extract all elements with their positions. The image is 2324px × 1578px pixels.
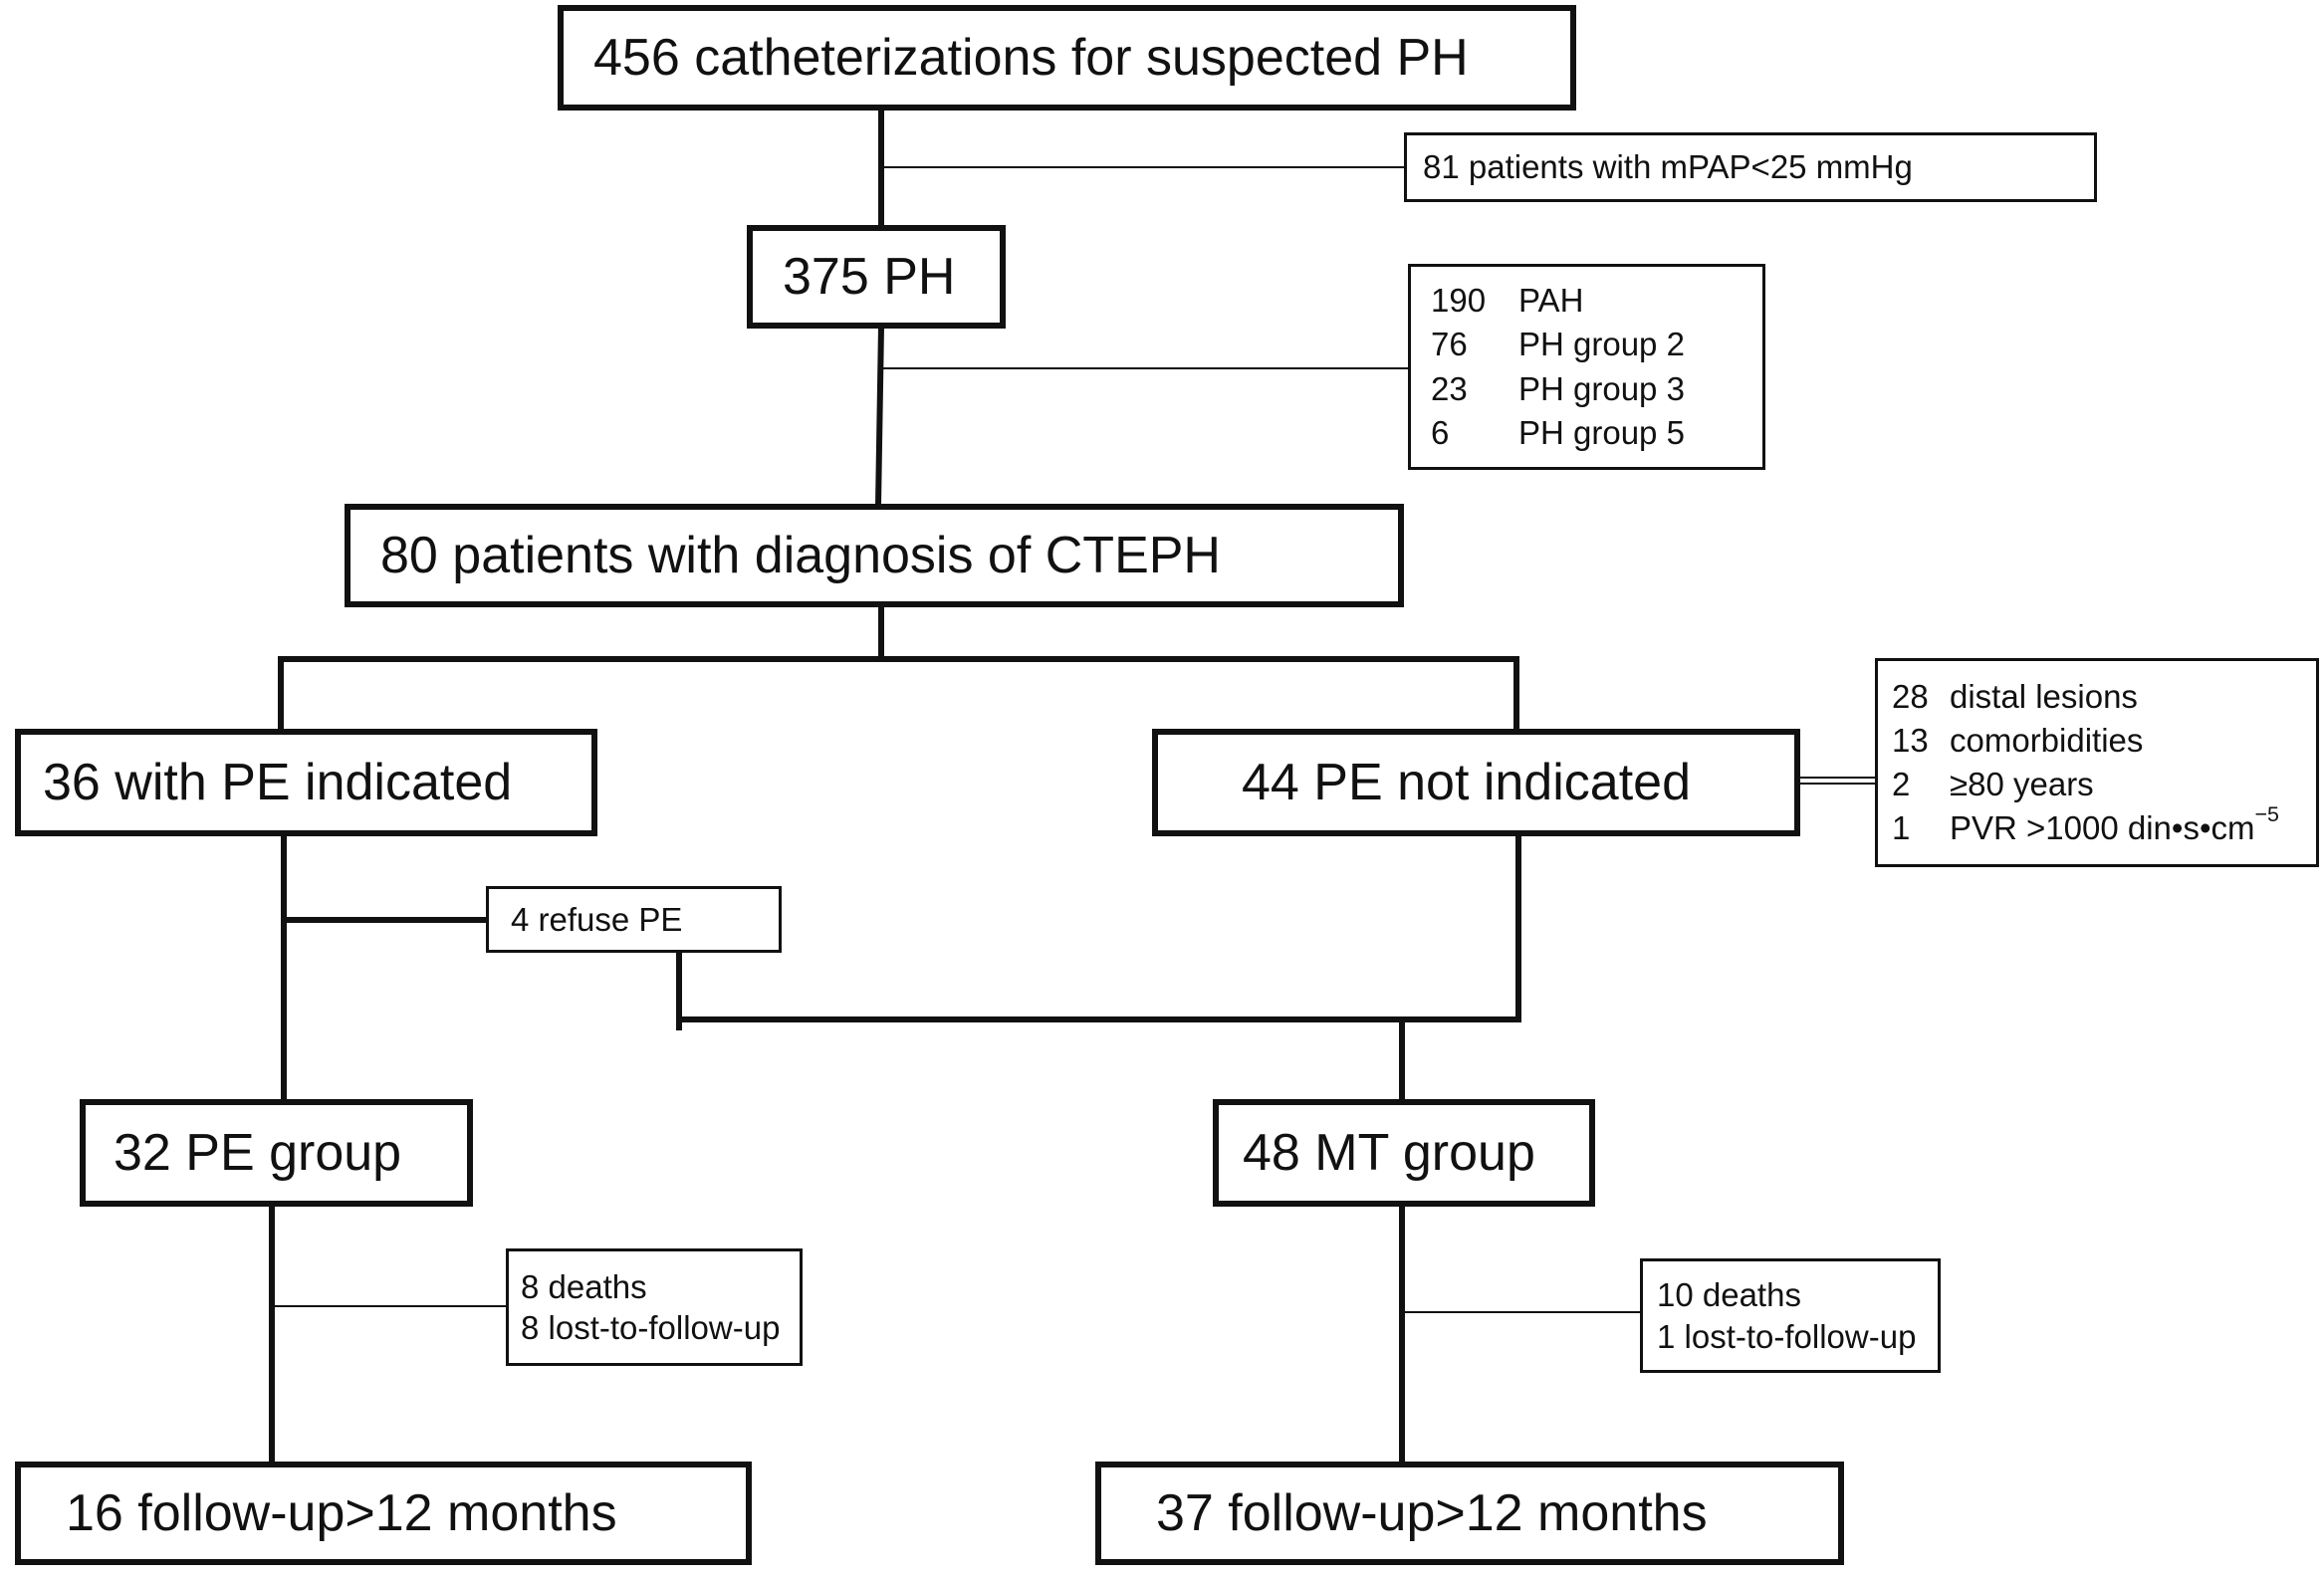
mt-followup-box: 37 follow-up>12 months — [1095, 1462, 1844, 1565]
contraindication-label: ≥80 years — [1950, 766, 2094, 802]
pe-followup-box: 16 follow-up>12 months — [15, 1462, 752, 1565]
other-ph-label: PH group 2 — [1518, 326, 1685, 363]
other-ph-row: 23 PH group 3 — [1431, 367, 1685, 411]
mt-deaths-label: 10 deaths — [1657, 1276, 1801, 1314]
mt-group-box: 48 MT group — [1213, 1099, 1595, 1207]
other-ph-count: 6 — [1431, 413, 1450, 451]
other-ph-label: PAH — [1518, 282, 1584, 320]
pe-followup-label: 16 follow-up>12 months — [66, 1484, 617, 1542]
contraindication-row: 28 distal lesions — [1892, 675, 2138, 719]
contraindication-label: distal lesions — [1950, 677, 2138, 715]
pe-deaths-label: 8 deaths — [521, 1267, 647, 1305]
catheterizations-box: 456 catheterizations for suspected PH — [558, 5, 1576, 111]
excluded-mpap-label: 81 patients with mPAP<25 mmHg — [1423, 148, 1913, 185]
other-ph-label: PH group 3 — [1518, 369, 1685, 407]
contraindication-count: 13 — [1892, 721, 1929, 759]
pe-indicated-label: 36 with PE indicated — [43, 754, 513, 811]
pe-indicated-box: 36 with PE indicated — [15, 729, 597, 836]
cteph-label: 80 patients with diagnosis of CTEPH — [380, 527, 1221, 584]
contraindication-text: PVR >1000 din•s•cm — [1950, 809, 2255, 847]
pe-group-label: 32 PE group — [114, 1124, 402, 1182]
pe-lost-label: 8 lost-to-follow-up — [521, 1309, 781, 1346]
refuse-pe-box: 4 refuse PE — [486, 886, 782, 953]
mt-losses-box: 10 deaths 1 lost-to-follow-up — [1640, 1258, 1941, 1373]
contraindication-row: 2 ≥80 years — [1892, 763, 2094, 806]
cteph-box: 80 patients with diagnosis of CTEPH — [345, 504, 1404, 607]
contraindication-count: 28 — [1892, 677, 1929, 715]
contraindication-label: comorbidities — [1950, 721, 2144, 759]
other-ph-count: 76 — [1431, 326, 1468, 363]
pe-not-indicated-label: 44 PE not indicated — [1242, 754, 1691, 811]
other-ph-label: PH group 5 — [1518, 413, 1685, 451]
contraindication-label: PVR >1000 din•s•cm−5 — [1950, 802, 2279, 850]
connector-ph-cteph — [874, 323, 885, 510]
other-ph-count: 190 — [1431, 282, 1487, 320]
pe-not-indicated-box: 44 PE not indicated — [1152, 729, 1800, 836]
other-ph-row: 76 PH group 2 — [1431, 323, 1685, 366]
mt-followup-label: 37 follow-up>12 months — [1156, 1484, 1708, 1542]
contraindication-row: 1 PVR >1000 din•s•cm−5 — [1892, 802, 2279, 850]
pe-group-box: 32 PE group — [80, 1099, 473, 1207]
pe-losses-box: 8 deaths 8 lost-to-follow-up — [506, 1248, 803, 1366]
other-ph-row: 6 PH group 5 — [1431, 411, 1685, 455]
excluded-mpap-box: 81 patients with mPAP<25 mmHg — [1404, 132, 2097, 202]
other-ph-count: 23 — [1431, 369, 1468, 407]
mt-lost-label: 1 lost-to-follow-up — [1657, 1317, 1917, 1355]
ph-box: 375 PH — [747, 225, 1006, 329]
pe-contraindications-box: 28 distal lesions 13 comorbidities 2 ≥80… — [1875, 658, 2319, 867]
catheterizations-label: 456 catheterizations for suspected PH — [593, 29, 1469, 87]
contraindication-row: 13 comorbidities — [1892, 719, 2143, 763]
other-ph-box: 190 PAH 76 PH group 2 23 PH group 3 6 PH… — [1408, 264, 1765, 470]
refuse-pe-label: 4 refuse PE — [511, 900, 683, 938]
other-ph-row: 190 PAH — [1431, 279, 1583, 323]
contraindication-count: 1 — [1892, 809, 1911, 847]
contraindication-exponent: −5 — [2254, 801, 2279, 826]
ph-label: 375 PH — [783, 248, 956, 306]
mt-group-label: 48 MT group — [1243, 1124, 1535, 1182]
contraindication-count: 2 — [1892, 766, 1911, 802]
